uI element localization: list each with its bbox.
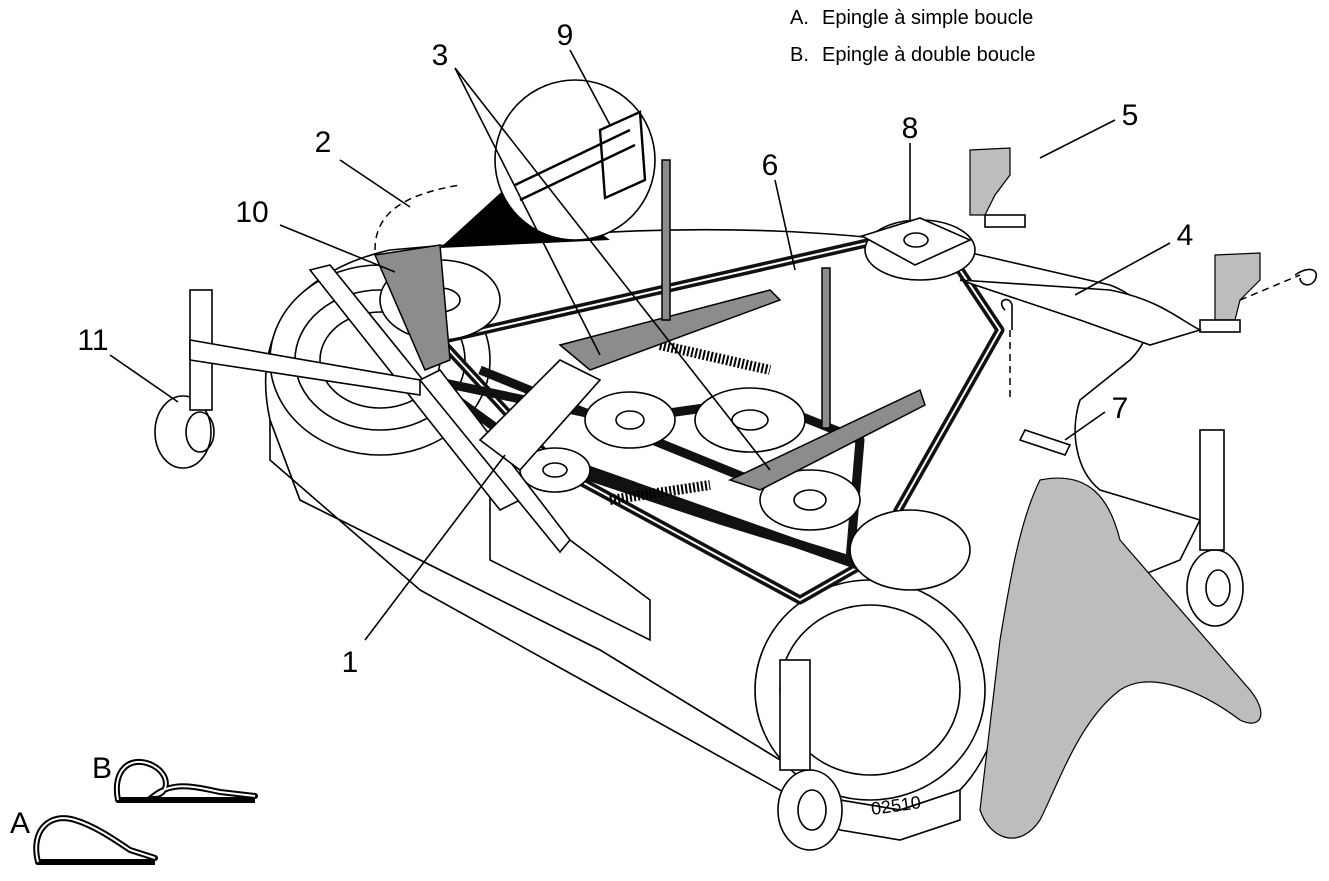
deck-skirt (269, 419, 961, 841)
leader-5 (1039, 119, 1116, 159)
drive-pulley-hub (903, 232, 929, 248)
lift-links (189, 264, 602, 554)
gauge-wheel-front (777, 769, 843, 851)
callout-8: 8 (902, 112, 919, 145)
single-loop-pin-highlight (35, 817, 156, 863)
leader-4 (1074, 242, 1171, 296)
zoom-rod (514, 128, 636, 202)
callout-4: 4 (1177, 219, 1194, 252)
idler-pulley-center-left (584, 391, 676, 449)
leader-1 (364, 454, 506, 641)
hairpin-clip-side (1000, 298, 1013, 330)
single-loop-pin-icon (33, 815, 158, 865)
gauge-wheel-right (1186, 549, 1244, 627)
leader-2 (339, 159, 411, 208)
discharge-chute (979, 477, 1262, 839)
leader-9 (569, 49, 611, 126)
hairpin-clip-rear (1294, 268, 1317, 286)
zoom-circle (494, 79, 656, 241)
callout-2: 2 (315, 126, 332, 159)
right-spindle-housing (849, 509, 971, 591)
clip-label-b: B (92, 752, 112, 785)
callout-5: 5 (1122, 99, 1139, 132)
rear-deck-link (959, 279, 1203, 346)
idler-arm-lower (727, 388, 926, 491)
callout-9: 9 (557, 19, 574, 52)
double-loop-pin-highlight (115, 760, 256, 801)
leader-3a (454, 67, 601, 356)
left-bracket (373, 244, 451, 371)
legend-text-a: Epingle à simple boucle (822, 7, 1033, 29)
idler-arm-upper (558, 289, 782, 371)
gauge-wheel-left-hub (185, 411, 215, 453)
hidden-rod-2 (374, 184, 461, 251)
gauge-wheel-right-hub (1205, 569, 1231, 607)
leader-10 (279, 224, 396, 273)
hanger-bracket-left (1214, 252, 1261, 321)
callout-3: 3 (432, 39, 449, 72)
hanger-pin-dashline (1239, 274, 1301, 301)
zoom-bracket (598, 110, 647, 200)
leader-3b (454, 67, 771, 471)
leader-7 (1064, 411, 1106, 441)
clevis-pin (1018, 429, 1072, 456)
callout-6: 6 (762, 149, 779, 182)
center-spindle-pulley (694, 387, 806, 453)
hanger-pin-left (1199, 319, 1241, 333)
callout-1: 1 (342, 646, 359, 679)
callout-10: 10 (235, 196, 268, 229)
legend-letter-b: B. (790, 44, 809, 66)
right-idler-hub (793, 489, 827, 511)
clip-label-a: A (10, 807, 30, 840)
gauge-wheel-left (154, 395, 212, 469)
clip-illustrations: B A (10, 752, 258, 865)
spring-upper (658, 340, 772, 375)
lift-rod-left (418, 368, 572, 554)
wheel-bracket-right (1199, 429, 1225, 551)
hanger-pin-right (984, 214, 1026, 228)
right-idler-pulley (759, 469, 861, 531)
idler-hub-front (542, 462, 568, 478)
wheel-bracket-front (779, 659, 811, 771)
gauge-wheel-front-hub (797, 789, 827, 831)
leader-6 (774, 179, 796, 271)
idler-hub-center-left (615, 410, 645, 430)
arm-rod-lower (821, 267, 831, 429)
springs (609, 340, 772, 505)
legend: A. Epingle à simple boucle B. Epingle à … (790, 7, 1036, 66)
leader-11 (109, 354, 179, 403)
center-spindle-hub (731, 409, 769, 431)
side-link-left (189, 339, 421, 396)
leader-lines (109, 49, 1171, 641)
legend-letter-a: A. (790, 7, 809, 29)
arm-rod-upper (661, 159, 671, 321)
callout-11: 11 (77, 324, 108, 357)
callout-numbers: 1 2 3 4 5 6 7 8 9 10 11 (77, 19, 1193, 679)
idler-arms (373, 159, 926, 491)
callout-7: 7 (1112, 392, 1129, 425)
spring-lower (609, 480, 711, 505)
hanger-bracket-right (969, 147, 1011, 216)
legend-text-b: Epingle à double boucle (822, 44, 1036, 66)
zoom-detail (374, 79, 656, 251)
front-baffle (489, 478, 651, 642)
rear-hangers (959, 147, 1317, 456)
drive-pulley-plate (859, 217, 972, 266)
front-strap (478, 359, 602, 472)
